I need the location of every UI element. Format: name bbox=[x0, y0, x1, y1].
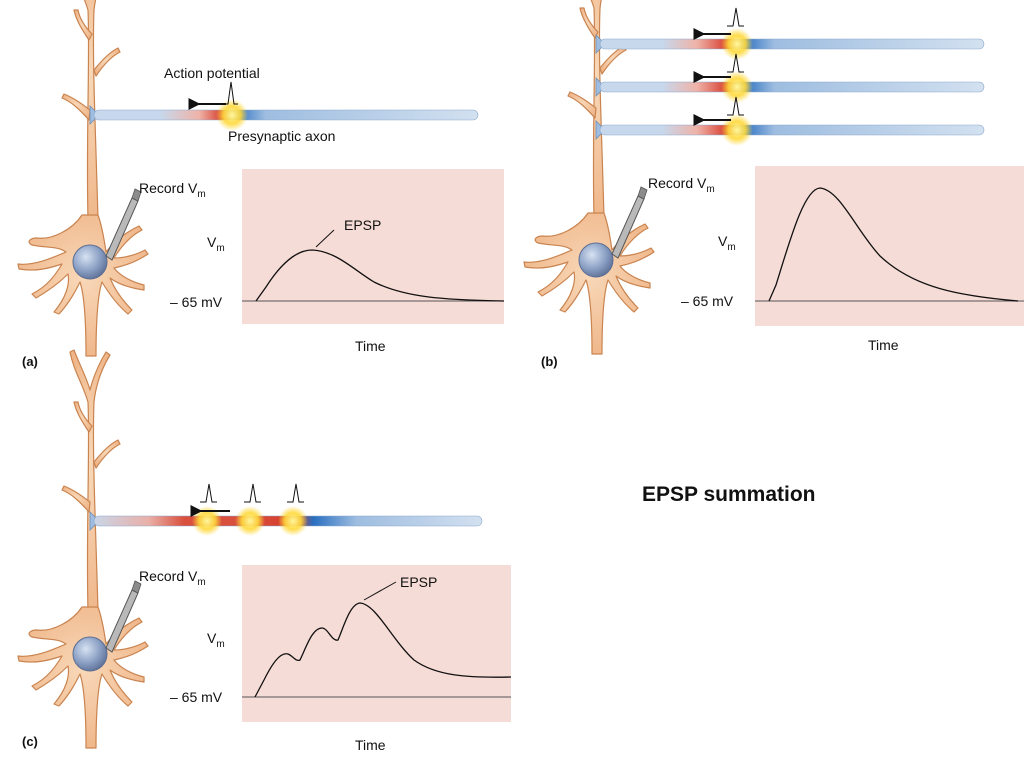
y-axis-label-c: V bbox=[207, 630, 217, 646]
spike-icon bbox=[200, 483, 217, 503]
graph-area-a bbox=[242, 169, 504, 324]
epsp-pointer-a bbox=[315, 229, 335, 248]
baseline-label-c: – 65 mV bbox=[170, 689, 223, 705]
spike-icon bbox=[244, 483, 261, 503]
svg-text:Record Vm: Record Vm bbox=[648, 175, 715, 195]
y-axis-label-a: V bbox=[207, 234, 217, 250]
baseline-label-a: – 65 mV bbox=[170, 294, 223, 310]
panel-b: Record Vm Vm – 65 mV Time (b) bbox=[523, 0, 1024, 369]
y-axis-label-b: V bbox=[718, 233, 728, 249]
presynaptic-axon-b1 bbox=[595, 7, 985, 60]
panel-letter-b: (b) bbox=[541, 354, 558, 369]
figure-title: EPSP summation bbox=[642, 483, 816, 506]
record-vm-label: Record V bbox=[648, 175, 707, 191]
presynaptic-axon-b2 bbox=[595, 53, 985, 103]
panel-letter-a: (a) bbox=[22, 354, 38, 369]
epsp-trace-a bbox=[255, 249, 505, 302]
svg-text:Record Vm: Record Vm bbox=[139, 180, 206, 200]
epsp-trace-b bbox=[768, 187, 1019, 302]
record-vm-label: Record V bbox=[139, 568, 198, 584]
presynaptic-axon-a bbox=[89, 81, 479, 131]
panel-a: Action potential Presynaptic axon Record… bbox=[17, 0, 505, 369]
spike-icon bbox=[727, 96, 744, 116]
graph-area-c bbox=[242, 565, 511, 722]
panel-c: Record Vm EPSP Vm – 65 mV Time (c) bbox=[17, 349, 512, 753]
svg-text:Vm: Vm bbox=[718, 233, 736, 253]
epsp-label-c: EPSP bbox=[400, 574, 437, 590]
spike-icon bbox=[727, 53, 744, 73]
panel-letter-c: (c) bbox=[22, 734, 38, 749]
x-axis-label-b: Time bbox=[868, 337, 899, 353]
spike-icon bbox=[727, 7, 744, 27]
baseline-label-b: – 65 mV bbox=[681, 293, 734, 309]
epsp-label-a: EPSP bbox=[344, 217, 381, 233]
epsp-pointer-c bbox=[363, 581, 397, 601]
presynaptic-axon-label: Presynaptic axon bbox=[228, 128, 335, 144]
x-axis-label-a: Time bbox=[355, 338, 386, 354]
presynaptic-axon-c bbox=[89, 483, 483, 536]
presynaptic-axon-b3 bbox=[595, 96, 985, 146]
svg-text:Record Vm: Record Vm bbox=[139, 568, 206, 588]
action-potential-label: Action potential bbox=[164, 65, 260, 81]
postsynaptic-neuron-c bbox=[17, 349, 149, 749]
action-potential-glow bbox=[216, 99, 248, 131]
epsp-summation-trace-c bbox=[254, 602, 512, 698]
graph-area-b bbox=[755, 166, 1024, 326]
postsynaptic-neuron-b bbox=[523, 0, 655, 355]
svg-text:Vm: Vm bbox=[207, 234, 225, 254]
record-vm-label: Record V bbox=[139, 180, 198, 196]
presynaptic-axons-b bbox=[595, 7, 985, 146]
x-axis-label-c: Time bbox=[355, 737, 386, 753]
svg-text:Vm: Vm bbox=[207, 630, 225, 650]
spike-icon bbox=[287, 483, 304, 503]
postsynaptic-neuron-a bbox=[17, 0, 149, 357]
